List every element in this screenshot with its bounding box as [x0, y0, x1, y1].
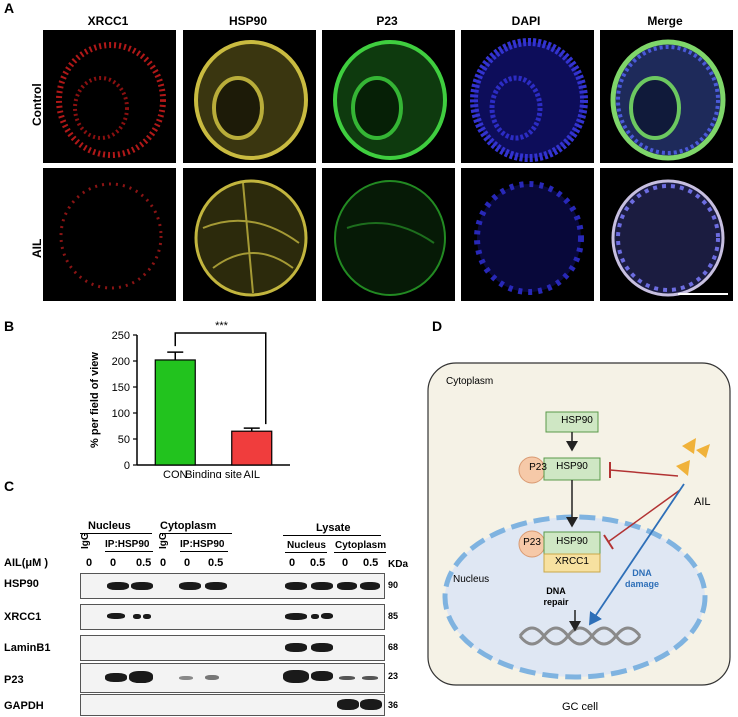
xrcc1-box — [543, 553, 601, 573]
dose-value: 0 — [110, 557, 117, 569]
dose-value: 0 — [184, 557, 191, 569]
y-tick-label: 50 — [118, 434, 130, 446]
group-lysate: Lysate — [316, 522, 351, 534]
group-cytoplasm: Cytoplasm — [160, 520, 217, 532]
x-tick-label: CON — [163, 469, 188, 478]
micrograph-p23-ail — [322, 168, 455, 301]
label-gc-cell: GC cell — [561, 701, 599, 713]
lane-igg-label: IgG — [158, 532, 169, 549]
blot-label-xrcc1: XRCC1 — [4, 611, 42, 623]
row-header-ail: AIL — [30, 238, 44, 258]
lane-underline — [180, 551, 228, 552]
y-tick-label: 250 — [112, 330, 130, 342]
label-dna-repair-line1: DNA — [546, 586, 566, 596]
group-underline — [283, 535, 381, 536]
lane-underline — [334, 552, 386, 553]
blot-label-gapdh: GAPDH — [4, 700, 44, 712]
micrograph-dapi-control — [461, 30, 594, 163]
group-underline — [160, 533, 232, 534]
blot-laminb1 — [80, 635, 385, 661]
micrograph-hsp90-ail — [183, 168, 316, 301]
kda-label: KDa — [388, 559, 409, 570]
blot-label-hsp90: HSP90 — [4, 578, 39, 590]
micrograph-merge-ail — [600, 168, 733, 301]
lane-igg-label: IgG — [80, 532, 91, 549]
column-header: DAPI — [511, 14, 541, 28]
column-header: P23 — [376, 14, 398, 28]
significance-bracket — [174, 332, 267, 425]
blot-p23 — [80, 663, 385, 693]
lane-lysate-cytoplasm: Cytoplasm — [335, 540, 387, 551]
dose-value: 0.5 — [136, 557, 152, 569]
y-tick-label: 150 — [112, 382, 130, 394]
label-cytoplasm: Cytoplasm — [446, 376, 494, 387]
significance-label: *** — [215, 320, 229, 332]
micrograph-xrcc1-control — [43, 30, 176, 163]
panel-c-letter: C — [4, 478, 15, 494]
dose-value: 0 — [342, 557, 349, 569]
column-header: XRCC1 — [87, 14, 129, 28]
label-p23: P23 — [523, 537, 541, 548]
group-underline — [80, 533, 152, 534]
kda-value: 85 — [388, 611, 399, 621]
lane-underline — [285, 552, 327, 553]
label-dna-damage-line1: DNA — [632, 568, 652, 578]
label-hsp90: HSP90 — [561, 415, 593, 426]
lane-lysate-nucleus: Nucleus — [287, 540, 326, 551]
kda-value: 36 — [388, 700, 399, 710]
label-nucleus: Nucleus — [453, 574, 490, 585]
mechanism-diagram — [427, 362, 731, 686]
dose-value: 0.5 — [363, 557, 379, 569]
group-nucleus: Nucleus — [88, 520, 131, 532]
dose-value: 0 — [86, 557, 93, 569]
y-tick-label: 100 — [112, 408, 130, 420]
micrograph-xrcc1-ail — [43, 168, 176, 301]
label-dna-damage-line2: damage — [624, 579, 659, 589]
y-axis-label: % per field of view — [89, 352, 101, 448]
dose-value: 0 — [289, 557, 296, 569]
bar — [154, 359, 196, 466]
label-ail: AIL — [694, 496, 711, 508]
lane-ip-label: IP:HSP90 — [180, 539, 225, 550]
micrograph-hsp90-control — [183, 30, 316, 163]
kda-value: 23 — [388, 671, 399, 681]
column-header: HSP90 — [228, 14, 268, 28]
y-tick-label: 0 — [124, 460, 130, 472]
kda-value: 68 — [388, 642, 399, 652]
panel-a-letter: A — [4, 0, 15, 16]
ail-icon — [676, 438, 710, 476]
dose-value: 0 — [160, 557, 167, 569]
blot-label-laminb1: LaminB1 — [4, 642, 51, 654]
dose-value: 0.5 — [208, 557, 224, 569]
micrograph-dapi-ail — [461, 168, 594, 301]
bar — [231, 430, 273, 466]
column-header: Merge — [647, 14, 683, 28]
kda-value: 90 — [388, 580, 399, 590]
x-tick-label: AIL — [243, 469, 260, 478]
blot-xrcc1 — [80, 604, 385, 630]
label-hsp90: HSP90 — [556, 461, 588, 472]
row-header-control: Control — [30, 83, 44, 126]
label-hsp90: HSP90 — [556, 536, 588, 547]
blot-gapdh — [80, 694, 385, 716]
blot-hsp90 — [80, 573, 385, 599]
micrograph-p23-control — [322, 30, 455, 163]
blot-label-p23: P23 — [4, 674, 24, 686]
lane-ip-label: IP:HSP90 — [105, 539, 150, 550]
label-p23: P23 — [529, 462, 547, 473]
micrograph-merge-control — [600, 30, 733, 163]
label-xrcc1: XRCC1 — [555, 556, 589, 567]
x-axis-label: Binding site — [185, 469, 242, 478]
label-dna-repair-line2: repair — [543, 597, 569, 607]
panel-d-letter: D — [432, 318, 443, 334]
y-tick-label: 200 — [112, 356, 130, 368]
dose-label: AIL(μM ) — [4, 557, 48, 569]
dose-value: 0.5 — [310, 557, 326, 569]
lane-underline — [105, 551, 153, 552]
panel-b-letter: B — [4, 318, 15, 334]
